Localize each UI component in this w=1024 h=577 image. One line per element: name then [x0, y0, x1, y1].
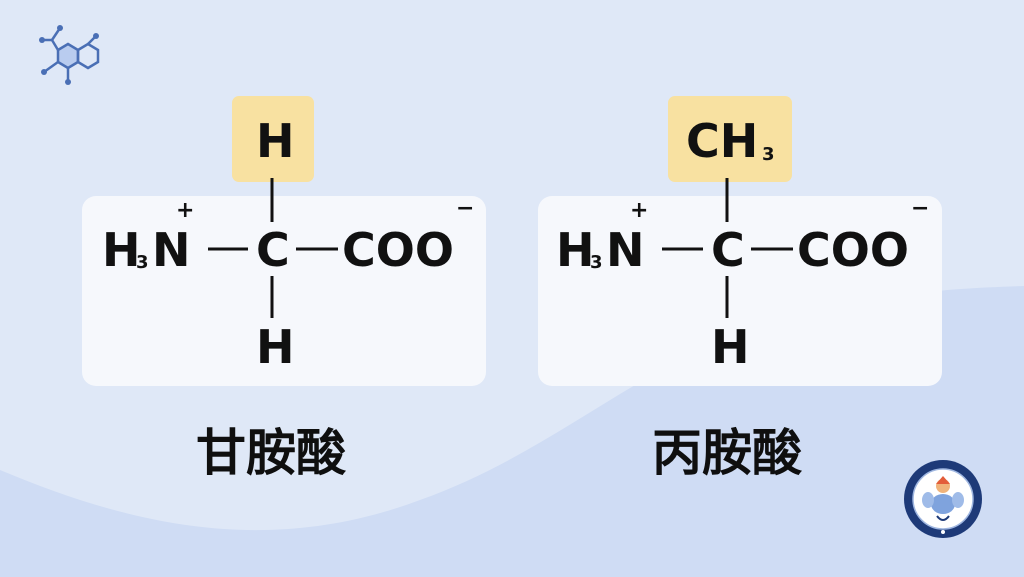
central-carbon: C [256, 223, 290, 277]
central-carbon: C [711, 223, 745, 277]
amine-charge: + [176, 198, 195, 223]
carboxyl-charge: − [456, 196, 475, 221]
amino-acid-name: 甘胺酸 [196, 424, 346, 482]
amine-h: H [102, 223, 141, 277]
structure-card-left [82, 196, 486, 386]
amine-charge: + [630, 198, 649, 223]
carboxyl-group: COO [797, 223, 909, 277]
logo-badge [904, 460, 982, 538]
amino-acid-name: 丙胺酸 [652, 424, 802, 482]
carboxyl-charge: − [911, 196, 930, 221]
structure-card-right [538, 196, 942, 386]
amine-subscript: 3 [590, 252, 603, 273]
amine-h: H [556, 223, 595, 277]
side-group-atom: CH [686, 114, 759, 168]
bottom-h: H [711, 320, 750, 374]
side-group-highlight-right [668, 96, 792, 182]
amine-subscript: 3 [136, 252, 149, 273]
amine-n: N [152, 223, 191, 277]
molecule-icon [39, 25, 100, 85]
bottom-h: H [256, 320, 295, 374]
side-group-subscript: 3 [762, 144, 775, 165]
side-group-atom: H [256, 114, 295, 168]
carboxyl-group: COO [342, 223, 454, 277]
amine-n: N [606, 223, 645, 277]
side-group-highlight-left [232, 96, 314, 182]
